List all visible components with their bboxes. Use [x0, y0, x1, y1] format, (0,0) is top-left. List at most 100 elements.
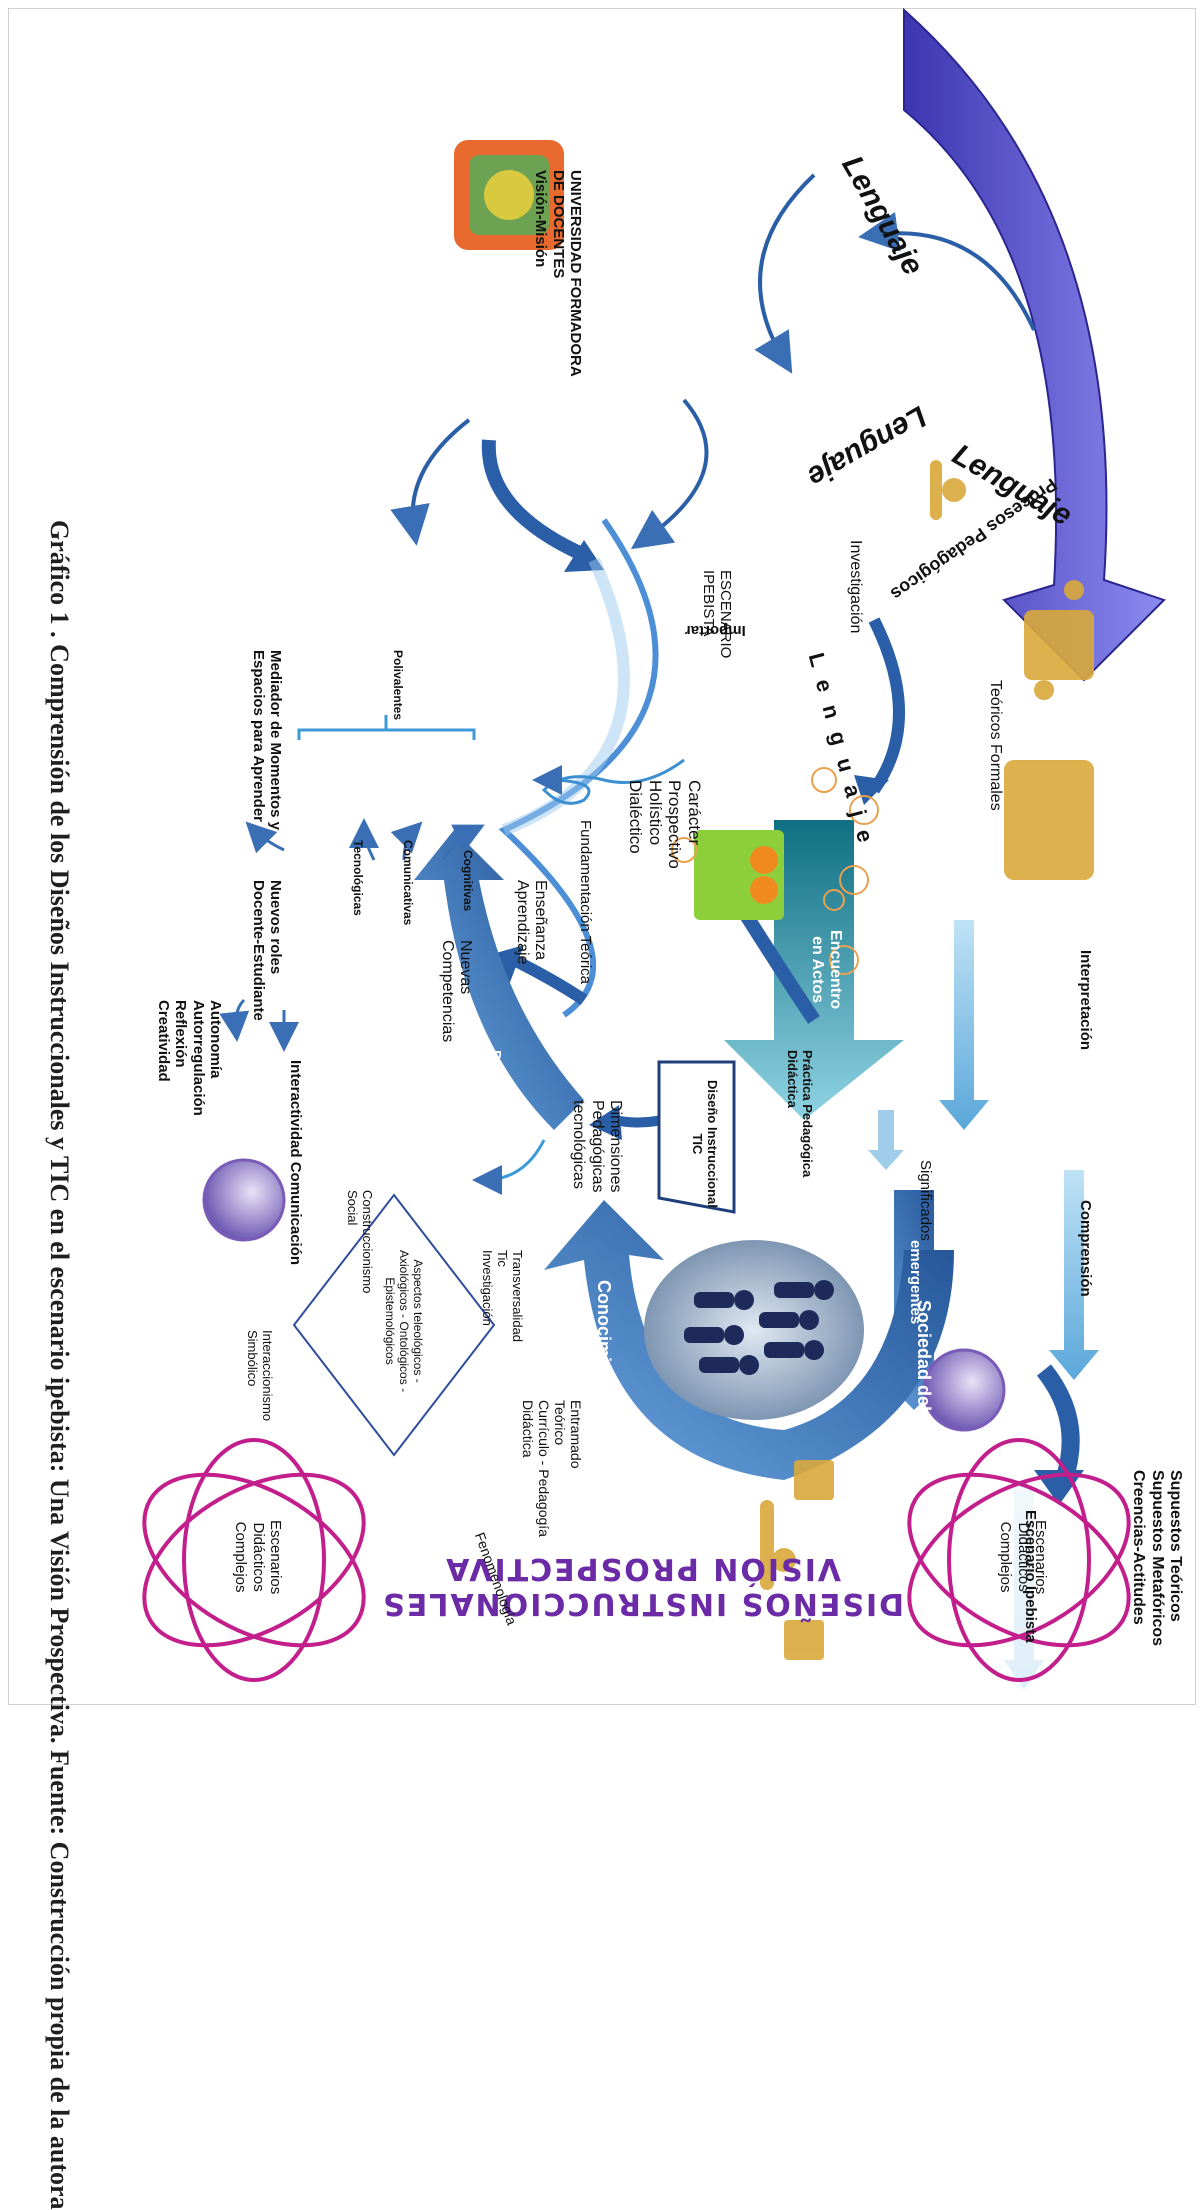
roles-line1: Nuevos roles [267, 880, 284, 975]
sphere-right [202, 1158, 286, 1242]
dialogo-label: Diálogo [487, 1050, 504, 1105]
polivalentes-label: Polivalentes [391, 650, 405, 721]
aspectos-diamond [292, 1193, 496, 1457]
supuestos-line2: Supuestos Metafóricos [1148, 1470, 1166, 1647]
encuentro-line1: Encuentro [827, 930, 844, 1010]
aspectos-label: Aspectos teleológicos - Axiológicos - On… [383, 1250, 425, 1393]
page: Gráfico 1 . Comprensión de los Diseños I… [8, 7, 1196, 2210]
universidad-line1: UNIVERSIDAD FORMADORA [567, 170, 584, 377]
importar-label: Importar [684, 622, 746, 640]
interaccionismo-label: Interaccionismo Simbólico [244, 1330, 275, 1422]
cognitivas-label: Cognitivas [461, 850, 475, 912]
entramado-line1: Entramado [568, 1400, 584, 1469]
investigacion-label: Investigación [847, 540, 864, 634]
inter-line1: Interaccionismo [260, 1330, 275, 1422]
practica-line2: Didáctica [785, 1050, 801, 1108]
conocimiento-label: Conocimiento [594, 1280, 614, 1400]
entramado-line2: Teórico [551, 1400, 568, 1446]
sociedad-label: Sociedad del [914, 1300, 934, 1412]
escenarios-complejos-left: Escenarios Didácticos Complejos [997, 1520, 1050, 1595]
escenario-line1: ESCENARIO [717, 570, 734, 659]
tecnologicas-label: Tecnológicas [351, 840, 365, 916]
auto-line3: Reflexión [172, 1000, 190, 1068]
title-line2: VISIÓN PROSPECTIVA [444, 1551, 842, 1587]
escenario-line2: IPEBISTA [699, 570, 717, 637]
ensenanza-label: Enseñanza Aprendizaje [512, 880, 549, 965]
sociedad-arc [544, 1200, 954, 1480]
caption-source: Fuente: Construcción propia de la autora [45, 1743, 74, 2210]
transversalidad-label: Transversalidad Tic Investigación [479, 1250, 525, 1343]
fundamentacion-label: Fundamentación Teórica [577, 820, 594, 984]
caption: Gráfico 1 . Comprensión de los Diseños I… [44, 520, 74, 2210]
dimensiones-line2: Pedagógicas [588, 1100, 606, 1193]
encuentro-line2: en Actos [808, 936, 826, 1004]
intersubjetivo-label: Intersubjetivo [427, 1100, 444, 1199]
cons-line1: Construccionismo [360, 1190, 375, 1294]
diseno-line2: TIC [690, 1133, 706, 1155]
nc-line1: Nuevas [457, 940, 474, 995]
ensenanza-line1: Enseñanza [532, 880, 549, 961]
aspectos-line3: Epistemológicos [383, 1277, 398, 1365]
universidad-line3: Visión-Misión [532, 170, 550, 268]
universidad-label: UNIVERSIDAD FORMADORA DE DOCENTES Visión… [532, 170, 585, 377]
ec-left-line3: Complejos [997, 1521, 1015, 1593]
ec-right-line1: Escenarios [267, 1520, 284, 1595]
actores-arc [903, 7, 1166, 682]
roles-line2: Docente-Estudiante [249, 880, 267, 1021]
diagram-graphics [142, 7, 1166, 1690]
diagram-canvas: Gráfico 1 . Comprensión de los Diseños I… [45, 7, 1184, 2210]
interpretacion-label: Interpretación [1077, 950, 1094, 1051]
dimensiones-line1: Dimensiones [607, 1100, 624, 1193]
significados-label: Significados [917, 1160, 934, 1241]
dimensiones-line3: tecnológicas [570, 1100, 588, 1189]
escenario-ipebista-label: ESCENARIO IPEBISTA [699, 570, 734, 659]
ec-right-line3: Complejos [232, 1521, 250, 1593]
interactividad-label: Interactividad Comunicación [287, 1060, 304, 1266]
dimensiones-label: Dimensiones Pedagógicas tecnológicas [569, 1100, 624, 1193]
mediador-line2: Espacios para Aprender [249, 650, 267, 823]
diseno-instruccional-label: Diseño Instruccional TIC [689, 1080, 720, 1208]
caracter-line2: Prospectivo [665, 780, 685, 869]
caracter-line1: Carácter [685, 780, 704, 846]
auto-line4: Creatividad [155, 1000, 173, 1082]
sphere-left [922, 1348, 1006, 1432]
caption-bold: Gráfico 1 . Comprensión de los Diseños I… [45, 520, 74, 1744]
nuevos-roles-label: Nuevos roles Docente-Estudiante [249, 880, 284, 1021]
trans-line3: Investigación [480, 1250, 496, 1326]
auto-line1: Autonomía [207, 1000, 224, 1079]
ensenanza-line2: Aprendizaje [513, 880, 531, 965]
comunicativas-label: Comunicativas [401, 840, 415, 926]
autonomia-label: Autonomía Autorregulación Reflexión Crea… [155, 1000, 224, 1116]
encuentro-label: Encuentro en Actos [807, 930, 844, 1009]
caracter-line3: Holístico [645, 780, 665, 846]
trans-line2: Tic [495, 1250, 511, 1267]
comprension-label: Comprensión [1077, 1200, 1094, 1297]
orbit-top-right [142, 1438, 366, 1682]
trans-line1: Transversalidad [510, 1250, 525, 1343]
mediador-label: Mediador de Momentos y Espacios para Apr… [249, 650, 284, 831]
escenarios-complejos-right: Escenarios Didácticos Complejos [232, 1520, 285, 1595]
supuestos-line1: Supuestos Teóricos [1167, 1470, 1184, 1622]
construccionismo-label: Construccionismo Social [344, 1190, 375, 1294]
title-line1: DISEÑOS INSTRUCCIONALES [381, 1586, 904, 1621]
ec-left-line1: Escenarios [1032, 1520, 1049, 1595]
figure-frame [8, 8, 1196, 1705]
entramado-line3: Currículo - Pedagogía [535, 1400, 552, 1537]
orbit-top-left [907, 1438, 1131, 1682]
universidad-line2: DE DOCENTES [549, 170, 567, 279]
auto-line2: Autorregulación [189, 1000, 207, 1116]
ec-left-line2: Didácticos [1014, 1522, 1032, 1592]
entramado-line4: Didáctica [519, 1400, 536, 1458]
caracter-label: Carácter Prospectivo Holístico Dialéctic… [626, 780, 704, 869]
diseno-box [657, 1060, 736, 1214]
supuestos-line3: Creencias-Actitudes [1130, 1470, 1148, 1625]
diagram-title: DISEÑOS INSTRUCCIONALES VISIÓN PROSPECTI… [381, 1551, 904, 1622]
nc-line2: Competencias [438, 940, 456, 1043]
practica-label: Práctica Pedagógica Didáctica [784, 1050, 815, 1177]
cons-line2: Social [345, 1190, 361, 1226]
mediador-line1: Mediador de Momentos y [267, 650, 284, 831]
nuevas-competencias-label: Nuevas Competencias [437, 940, 474, 1042]
entramado-label: Entramado Teórico Currículo - Pedagogía … [520, 1400, 584, 1537]
aspectos-line2: Axiológicos - Ontológicos - [397, 1250, 412, 1393]
actors-label: Actores Ipebistas [1079, 90, 1104, 274]
